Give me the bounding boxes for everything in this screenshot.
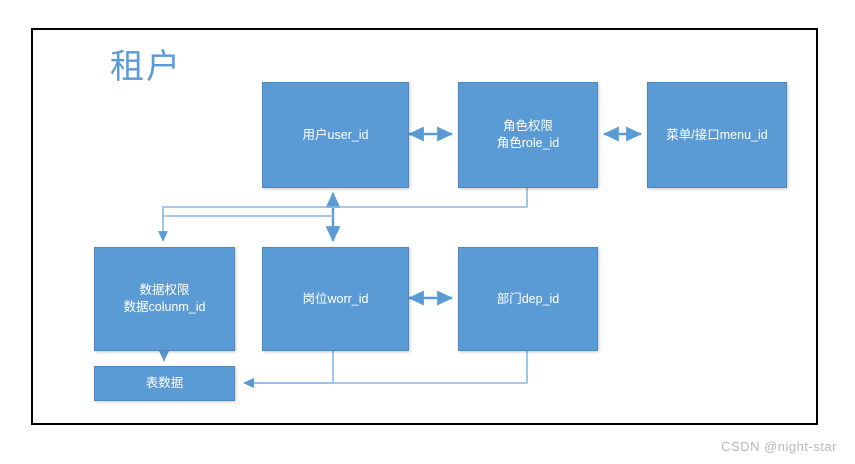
- node-menu-label-1: 菜单/接口menu_id: [666, 127, 768, 142]
- node-column[interactable]: 数据权限 数据colunm_id: [94, 247, 235, 351]
- node-table-label-1: 表数据: [145, 376, 184, 390]
- node-post-label-1: 岗位worr_id: [302, 291, 369, 306]
- node-column-label-1: 数据权限: [139, 283, 190, 297]
- node-role[interactable]: 角色权限 角色role_id: [458, 82, 598, 188]
- node-role-label-1: 角色权限: [502, 119, 553, 133]
- watermark: CSDN @night-star: [721, 439, 837, 454]
- node-dept[interactable]: 部门dep_id: [458, 247, 598, 351]
- diagram-title: 租户: [110, 48, 182, 86]
- node-user-label-1: 用户user_id: [302, 127, 369, 142]
- node-user[interactable]: 用户user_id: [262, 82, 409, 188]
- node-role-label-2: 角色role_id: [496, 136, 560, 150]
- node-menu[interactable]: 菜单/接口menu_id: [647, 82, 787, 188]
- node-post[interactable]: 岗位worr_id: [262, 247, 409, 351]
- node-dept-label-1: 部门dep_id: [496, 291, 560, 306]
- node-table[interactable]: 表数据: [94, 366, 235, 401]
- node-column-label-2: 数据colunm_id: [123, 300, 206, 314]
